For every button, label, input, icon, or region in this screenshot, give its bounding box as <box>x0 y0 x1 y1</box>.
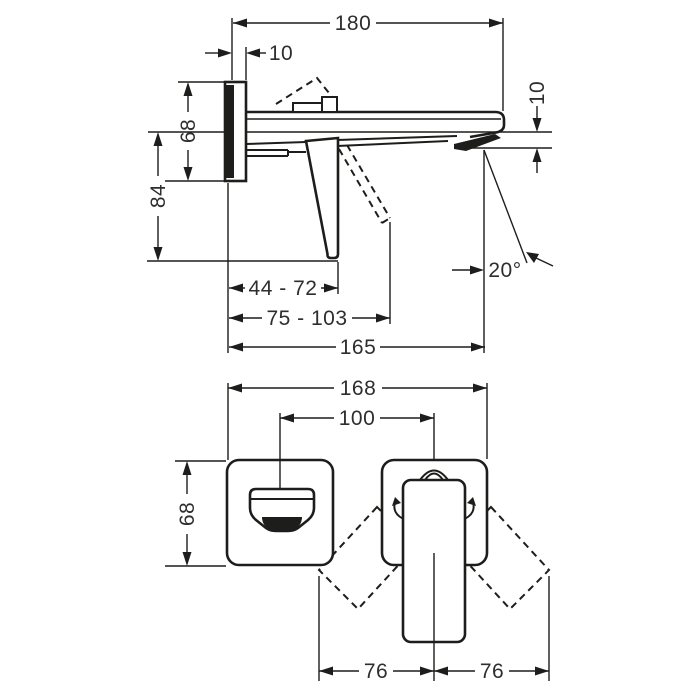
dim-100: 100 <box>280 407 434 430</box>
cartridge-stub-top <box>292 102 323 113</box>
dim-84: 84 <box>147 132 170 261</box>
dim-76-left: 76 <box>319 660 434 683</box>
dim-75-103-label: 75 - 103 <box>266 307 347 330</box>
dim-76-right: 76 <box>434 660 549 683</box>
arrowhead <box>228 383 242 393</box>
dim-68-front-label: 68 <box>176 502 199 526</box>
spout-underside <box>245 141 307 145</box>
dim-68-front: 68 <box>176 461 199 566</box>
dim-10-outlet-label: 10 <box>526 81 549 105</box>
handle-pivot-stub <box>321 96 338 113</box>
lever-handle-side <box>304 136 340 260</box>
dim-76-left-label: 76 <box>364 660 388 683</box>
dim-20deg-label: 20° <box>488 259 521 282</box>
arrowhead <box>376 313 390 323</box>
dim-165: 165 <box>229 336 485 359</box>
arrowhead <box>467 497 476 506</box>
arrowhead <box>319 666 333 676</box>
dim-180: 180 <box>233 12 503 35</box>
spout-side <box>245 96 506 157</box>
arrowhead <box>229 313 243 323</box>
dim-165-label: 165 <box>340 336 377 359</box>
dim-44-72-label: 44 - 72 <box>249 277 318 300</box>
arrowhead <box>526 252 539 263</box>
dim-76-right-label: 76 <box>480 660 504 683</box>
arrowhead <box>229 283 243 293</box>
arrowhead <box>473 383 487 393</box>
dim-168-label: 168 <box>340 377 377 400</box>
arrowhead <box>183 82 193 96</box>
dim-10-outlet: 10 <box>526 81 549 173</box>
arrowhead <box>532 118 542 132</box>
dim-180-label: 180 <box>335 12 372 35</box>
arrowhead <box>229 342 243 352</box>
spout-front-outline <box>248 487 316 533</box>
wall-plate-side <box>223 80 248 183</box>
dim-44-72: 44 - 72 <box>229 277 338 300</box>
arrowhead <box>324 283 338 293</box>
arrowhead <box>532 148 542 162</box>
handle-raised-dashed-outline <box>275 76 334 105</box>
aerator <box>454 134 501 151</box>
lever-swung-dashed-outline <box>338 144 391 224</box>
handle-escutcheon <box>380 458 489 681</box>
spout-front-opening <box>262 517 302 530</box>
dim-100-label: 100 <box>339 407 376 430</box>
dim-75-103: 75 - 103 <box>229 307 390 330</box>
arrowhead <box>246 48 260 58</box>
wall-plate-face <box>226 85 234 178</box>
side-view: 180 10 68 84 <box>147 12 554 359</box>
spout-underside-inner <box>336 140 449 147</box>
arrowhead <box>471 342 485 352</box>
arrowhead <box>489 18 503 28</box>
spout-escutcheon <box>225 413 335 567</box>
dim-10-plate-label: 10 <box>269 42 293 65</box>
arrowhead <box>470 265 484 275</box>
dim-68-side: 68 <box>177 82 200 181</box>
water-stream-angled-line <box>483 149 528 264</box>
arrowhead <box>392 497 401 506</box>
dim-10-plate: 10 <box>205 42 293 65</box>
front-view: 168 100 68 <box>165 377 551 683</box>
arrowhead <box>280 413 294 423</box>
arrowhead <box>182 461 192 475</box>
arrowhead <box>434 666 448 676</box>
arrowhead <box>420 413 434 423</box>
dim-20deg: 20° <box>452 252 554 282</box>
dim-168: 168 <box>228 377 487 400</box>
arrowhead <box>218 48 232 58</box>
dim-68-side-label: 68 <box>177 119 200 143</box>
arrowhead <box>233 18 247 28</box>
spout-underside <box>336 135 458 141</box>
rotation-indicator-arcs <box>419 469 449 481</box>
arrowhead <box>153 132 163 146</box>
spout-top-outline <box>246 110 506 139</box>
arrowhead <box>535 666 549 676</box>
dim-84-label: 84 <box>147 184 170 208</box>
arrowhead <box>182 552 192 566</box>
arrowhead <box>420 666 434 676</box>
arrowhead <box>183 167 193 181</box>
arrowhead <box>153 247 163 261</box>
